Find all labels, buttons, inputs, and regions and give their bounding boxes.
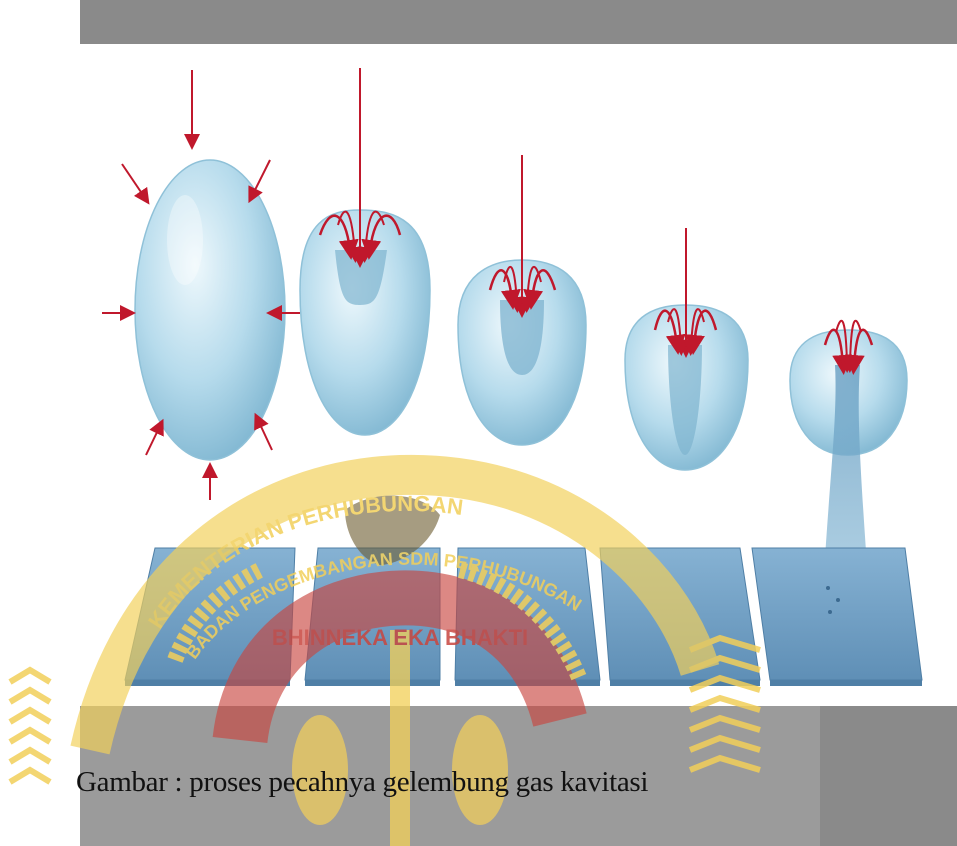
stage-3-bubble: [458, 155, 586, 445]
figure-caption: Gambar : proses pecahnya gelembung gas k…: [76, 766, 648, 799]
cavitation-figure: [0, 60, 957, 706]
header-bar: [80, 0, 957, 44]
stage-2-bubble: [300, 68, 430, 435]
stage-4-bubble: [625, 228, 748, 470]
surface-plates: [125, 548, 922, 686]
caption-band-right: [820, 706, 957, 846]
stage-1-bubble: [102, 70, 300, 500]
